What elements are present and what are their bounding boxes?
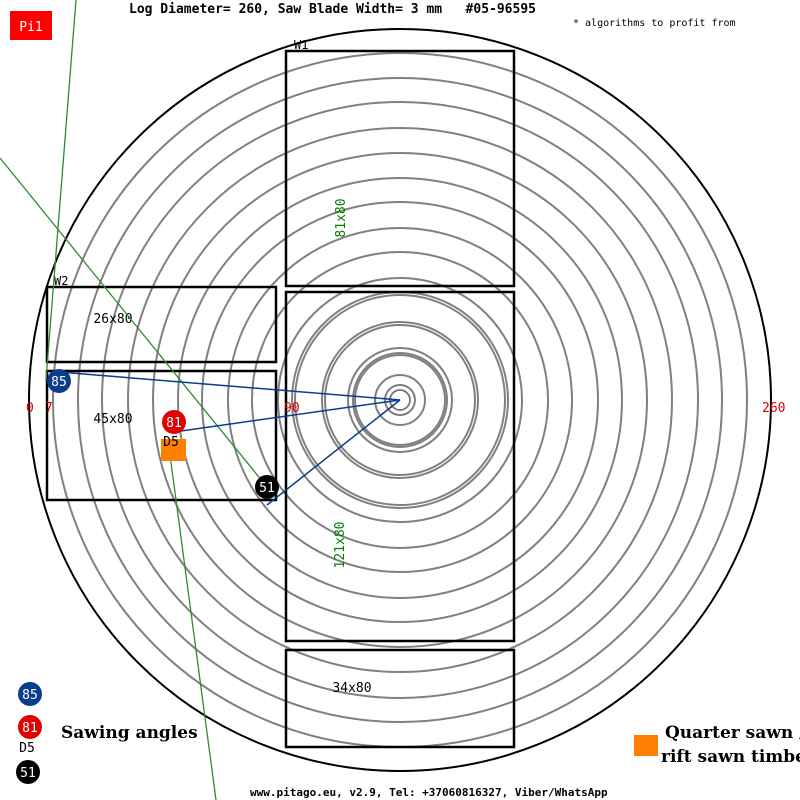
legend-quarter-sawn-line2: rift sawn timber bbox=[661, 747, 800, 767]
growth-ring-5 bbox=[352, 352, 448, 448]
growth-ring-16 bbox=[152, 152, 648, 648]
legend-marker-81 bbox=[18, 715, 42, 739]
growth-ring-9 bbox=[294, 294, 506, 506]
legend-marker-51 bbox=[16, 760, 40, 784]
growth-ring-12 bbox=[251, 251, 549, 549]
board-45x80 bbox=[45, 369, 278, 502]
pi1-badge-label: Pi1 bbox=[19, 20, 42, 35]
scale-label-7: 7 bbox=[45, 401, 53, 416]
board-w2 bbox=[45, 285, 278, 364]
scale-label-0: 0 bbox=[26, 401, 34, 416]
guide-line-2 bbox=[0, 157, 268, 488]
board-34x80 bbox=[284, 648, 516, 749]
board-label-45x80: 45x80 bbox=[93, 412, 132, 427]
angle-line-85 bbox=[58, 371, 401, 401]
legend-quarter-sawn-line1: Quarter sawn / bbox=[665, 723, 800, 743]
growth-ring-8 bbox=[321, 321, 479, 479]
board-label-w1: W1 bbox=[294, 38, 308, 52]
growth-ring-18 bbox=[101, 101, 699, 699]
board-label-w2: W2 bbox=[54, 274, 68, 288]
log-outline bbox=[28, 28, 772, 772]
legend-marker-85 bbox=[18, 682, 42, 706]
growth-ring-4 bbox=[354, 354, 446, 446]
guide-line-1 bbox=[45, 0, 77, 381]
scale-label-90: 90 bbox=[284, 401, 300, 416]
angle-line-81 bbox=[173, 399, 401, 433]
pi1-badge bbox=[10, 11, 52, 40]
diagram-title: Log Diameter= 260, Saw Blade Width= 3 mm… bbox=[129, 2, 536, 17]
growth-ring-3 bbox=[374, 374, 426, 426]
growth-ring-7 bbox=[324, 324, 476, 476]
angle-marker-d5-label: D5 bbox=[163, 435, 179, 450]
angle-marker-85-label: 85 bbox=[51, 375, 67, 390]
legend-marker-85-label: 85 bbox=[22, 688, 38, 703]
growth-ring-1 bbox=[389, 389, 411, 411]
growth-ring-17 bbox=[127, 127, 673, 673]
angle-marker-81 bbox=[162, 410, 186, 434]
legend-marker-81-label: 81 bbox=[22, 721, 38, 736]
growth-ring-19 bbox=[77, 77, 723, 723]
growth-ring-15 bbox=[177, 177, 623, 623]
legend-marker-d5-label: D5 bbox=[19, 741, 35, 756]
angle-marker-85 bbox=[47, 369, 71, 393]
board-label-34x80: 34x80 bbox=[332, 681, 371, 696]
board-w1 bbox=[284, 49, 516, 288]
guide-line-3 bbox=[167, 439, 217, 800]
scale-label-260: 260 bbox=[762, 401, 785, 416]
angle-marker-51-label: 51 bbox=[259, 481, 275, 496]
growth-ring-13 bbox=[227, 227, 573, 573]
diagram-subtitle: * algorithms to profit from bbox=[573, 18, 736, 29]
board-label-26x80: 26x80 bbox=[93, 312, 132, 327]
board-121x80 bbox=[284, 290, 516, 643]
board-label-121x80: 121x80 bbox=[333, 522, 348, 569]
growth-rings bbox=[52, 52, 748, 748]
quarter-sawn-marker bbox=[161, 439, 186, 461]
legend-marker-51-label: 51 bbox=[20, 766, 36, 781]
angle-line-51 bbox=[266, 399, 401, 506]
angle-marker-51 bbox=[255, 475, 279, 499]
growth-ring-6 bbox=[347, 347, 453, 453]
footer-credits: www.pitago.eu, v2.9, Tel: +37060816327, … bbox=[250, 786, 608, 799]
legend-sawing-angles: Sawing angles bbox=[61, 723, 198, 743]
growth-ring-2 bbox=[384, 384, 416, 416]
growth-ring-11 bbox=[277, 277, 523, 523]
board-label-81x80: 81x80 bbox=[334, 198, 349, 237]
legend-quarter-sawn-swatch bbox=[634, 735, 658, 756]
growth-ring-14 bbox=[201, 201, 599, 599]
angle-marker-81-label: 81 bbox=[166, 416, 182, 431]
